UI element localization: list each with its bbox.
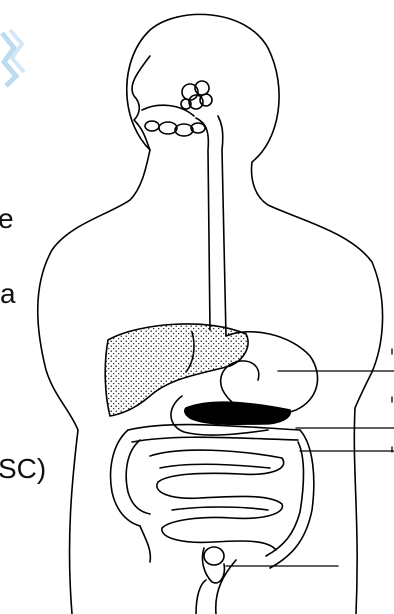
label-fragment-1: e — [0, 205, 14, 233]
pancreas — [185, 402, 290, 424]
face-profile — [132, 56, 150, 150]
appendix — [140, 526, 150, 562]
nasal-cavity — [142, 105, 194, 116]
submandibular-gland — [145, 121, 205, 136]
ascending-colon — [111, 430, 150, 526]
label-fragment-3: SC) — [0, 455, 46, 483]
parotid-gland — [181, 81, 212, 109]
esophagus — [196, 116, 226, 336]
rectum — [202, 548, 236, 614]
label-fragment-2: a — [0, 280, 16, 308]
transverse-colon — [128, 425, 300, 442]
